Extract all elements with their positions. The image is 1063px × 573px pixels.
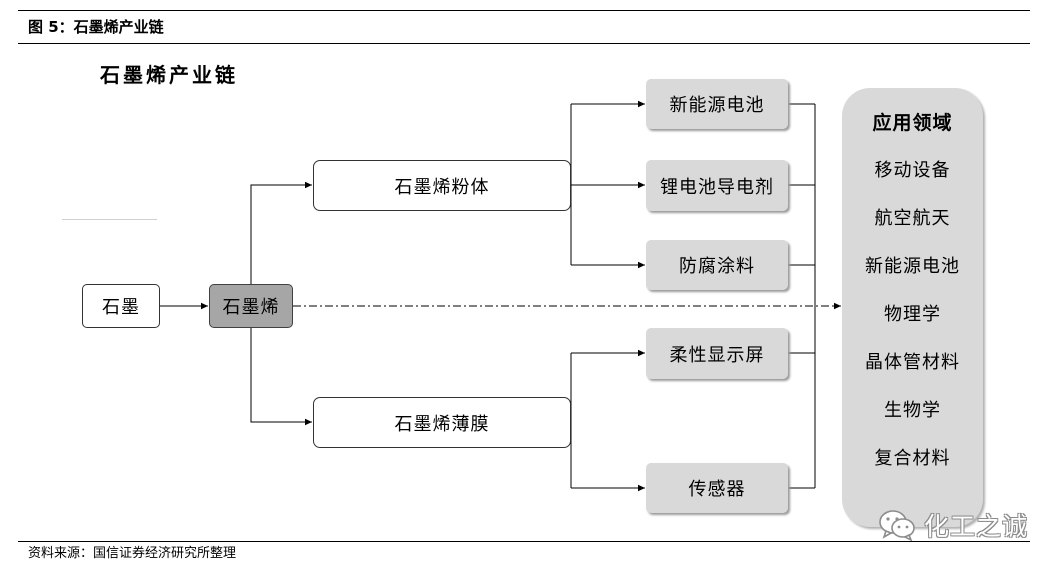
node-sensor-label: 传感器 xyxy=(688,479,746,500)
application-item: 物理学 xyxy=(884,304,941,325)
decorative-divider xyxy=(62,219,157,220)
node-graphene-label: 石墨烯 xyxy=(222,297,280,318)
node-graphene-powder-label: 石墨烯粉体 xyxy=(394,176,490,198)
application-item: 航空航天 xyxy=(874,208,951,229)
node-sensor: 传感器 xyxy=(646,463,788,513)
node-anticorrosion-coating-label: 防腐涂料 xyxy=(679,256,755,277)
header-bottom-rule xyxy=(18,43,1030,44)
node-flexible-display: 柔性显示屏 xyxy=(646,328,788,379)
node-graphene-film: 石墨烯薄膜 xyxy=(313,397,571,448)
source-note: 资料来源：国信证券经济研究所整理 xyxy=(28,546,237,561)
application-item: 新能源电池 xyxy=(865,256,960,277)
figure-label: 图 5：石墨烯产业链 xyxy=(28,18,164,36)
footer-rule xyxy=(18,541,1030,542)
diagram-title: 石墨烯产业链 xyxy=(100,63,238,87)
node-lithium-conductive-agent-label: 锂电池导电剂 xyxy=(660,176,774,198)
node-graphite-label: 石墨 xyxy=(102,297,140,318)
node-new-energy-battery: 新能源电池 xyxy=(646,79,788,129)
header-top-rule xyxy=(18,10,1030,11)
applications-panel: 应用领域 移动设备 航空航天 新能源电池 物理学 晶体管材料 生物学 复合材料 xyxy=(842,88,983,527)
arrow-graphene-to-film xyxy=(250,328,312,426)
arrow-graphene-to-powder xyxy=(250,181,312,284)
application-item: 移动设备 xyxy=(874,160,951,181)
node-graphene: 石墨烯 xyxy=(209,284,293,328)
watermark: 化工之诚 xyxy=(878,505,1028,545)
node-new-energy-battery-label: 新能源电池 xyxy=(669,95,765,116)
application-item: 复合材料 xyxy=(874,448,951,469)
node-flexible-display-label: 柔性显示屏 xyxy=(669,344,765,366)
node-anticorrosion-coating: 防腐涂料 xyxy=(646,240,788,290)
wechat-icon xyxy=(879,510,915,542)
node-graphite: 石墨 xyxy=(82,284,160,328)
application-item: 生物学 xyxy=(884,400,941,421)
node-lithium-conductive-agent: 锂电池导电剂 xyxy=(646,160,788,211)
applications-title: 应用领域 xyxy=(872,112,953,134)
watermark-text: 化工之诚 xyxy=(924,512,1029,541)
node-graphene-powder: 石墨烯粉体 xyxy=(313,160,571,211)
application-item: 晶体管材料 xyxy=(865,352,960,373)
node-graphene-film-label: 石墨烯薄膜 xyxy=(394,413,490,435)
